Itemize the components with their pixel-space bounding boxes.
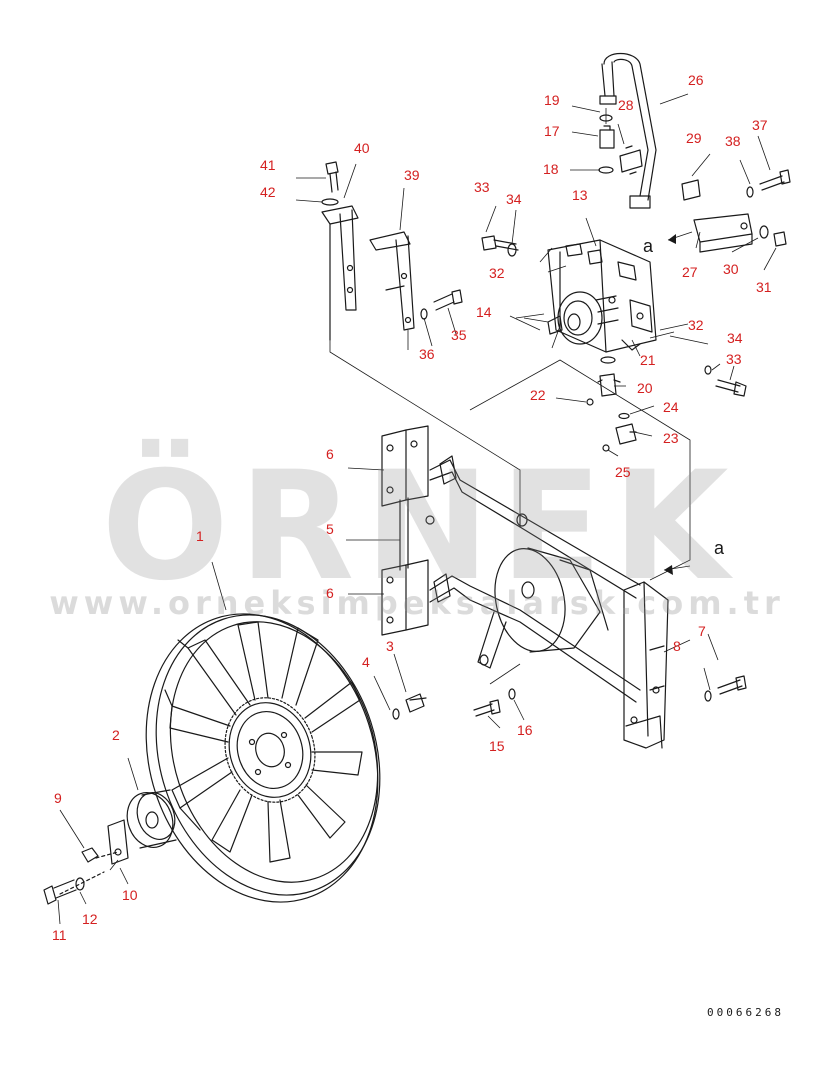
callout-label: 20	[637, 380, 653, 396]
callout-label: 32	[688, 317, 704, 333]
callout-label: 33	[474, 179, 490, 195]
view-marker-a: a	[714, 538, 725, 558]
guard-plates	[381, 425, 435, 636]
callout-label: 25	[615, 464, 631, 480]
callout-label: 11	[52, 927, 67, 943]
callout-label: 19	[544, 92, 560, 108]
callout-label: 28	[618, 97, 634, 113]
callout-label: 8	[673, 638, 681, 654]
arrow-heads	[664, 234, 676, 575]
callout-label: 6	[326, 446, 334, 462]
bracket-40	[321, 205, 359, 341]
callout-label: 35	[451, 327, 467, 343]
bolt-35-washer-36	[420, 289, 463, 320]
callout-label: 39	[404, 167, 420, 183]
bolt-41-washer-42	[321, 161, 339, 206]
callout-label: 13	[572, 187, 588, 203]
callout-label: 37	[752, 117, 768, 133]
bracket-27-29	[681, 179, 753, 253]
callout-label: 26	[688, 72, 704, 88]
callout-label: 33	[726, 351, 742, 367]
small-hardware-left	[43, 819, 129, 905]
bolt-37-washer-38	[746, 169, 791, 198]
callout-label: 10	[122, 887, 138, 903]
callout-label: 30	[723, 261, 739, 277]
callout-label: 23	[663, 430, 679, 446]
callout-label: 42	[260, 184, 276, 200]
callout-label: 22	[530, 387, 546, 403]
callout-label: 15	[489, 738, 505, 754]
callout-label: 14	[476, 304, 492, 320]
callout-label: 24	[663, 399, 679, 415]
callout-label: 40	[354, 140, 370, 156]
callout-label: 4	[362, 654, 370, 670]
bolts-lower	[392, 675, 747, 720]
callout-label: 32	[489, 265, 505, 281]
callout-label: 2	[112, 727, 120, 743]
callout-label: 16	[517, 722, 533, 738]
callout-label: 1	[196, 528, 204, 544]
callout-label: 12	[82, 911, 98, 927]
fittings-upper	[598, 114, 643, 175]
support-frame	[429, 455, 669, 749]
callout-label: 34	[506, 191, 522, 207]
callout-label: 18	[543, 161, 559, 177]
callout-label: 27	[682, 264, 698, 280]
drawing-reference: 00066268	[707, 1006, 784, 1019]
view-marker-a: a	[643, 236, 654, 256]
hose-26	[599, 52, 657, 209]
callout-label: 17	[544, 123, 560, 139]
callout-label: 29	[686, 130, 702, 146]
callout-label: 9	[54, 790, 62, 806]
callout-label: 41	[260, 157, 276, 173]
pulley-cap	[126, 789, 177, 849]
bracket-39	[369, 231, 415, 331]
pump-assembly	[547, 239, 657, 353]
callout-label: 5	[326, 521, 334, 537]
bolt-33-lower	[704, 365, 747, 397]
fittings-lower	[586, 356, 637, 452]
callout-label: 21	[640, 352, 656, 368]
leader-lines	[57, 93, 777, 925]
callout-label: 7	[698, 623, 706, 639]
callout-label: 38	[725, 133, 741, 149]
callout-label: 3	[386, 638, 394, 654]
fan-motor-housing	[477, 547, 609, 669]
fan-assembly	[145, 613, 381, 903]
callout-label: 34	[727, 330, 743, 346]
callout-label: 31	[756, 279, 772, 295]
callout-label: 36	[419, 346, 435, 362]
callout-label: 6	[326, 585, 334, 601]
washer-30-nut-31	[759, 225, 787, 247]
